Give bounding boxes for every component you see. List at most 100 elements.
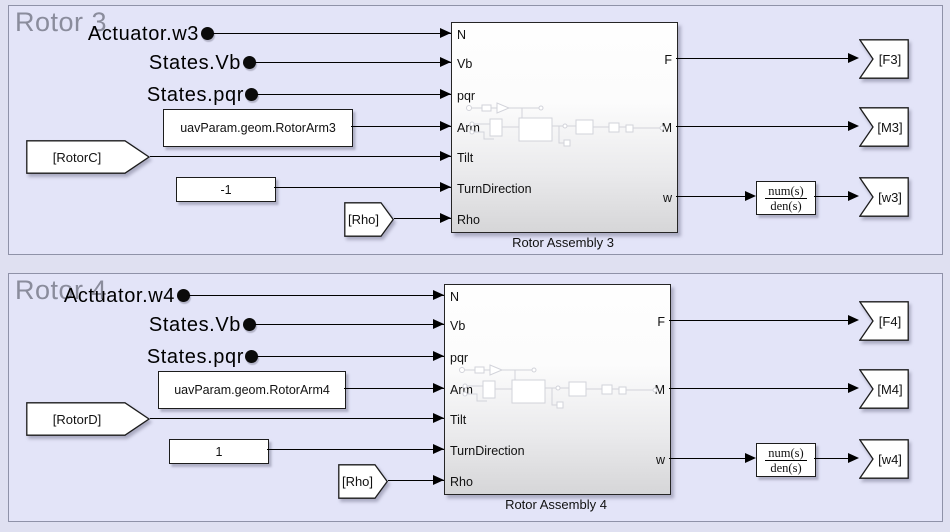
port-dot-icon bbox=[177, 289, 190, 302]
wire-arrowhead-icon bbox=[433, 290, 444, 300]
goto-tag-f4[interactable]: [F4] bbox=[859, 301, 909, 341]
goto-tag-label: [M3] bbox=[877, 119, 903, 135]
port-label: pqr bbox=[457, 89, 476, 103]
port-label: N bbox=[457, 28, 467, 42]
goto-tag-f3[interactable]: [F3] bbox=[859, 39, 909, 79]
goto-tag-shape-icon bbox=[859, 369, 909, 409]
wire[interactable] bbox=[676, 196, 746, 197]
wire-arrowhead-icon bbox=[433, 444, 444, 454]
signal-label[interactable]: Actuator.w4 bbox=[63, 285, 175, 307]
wire[interactable] bbox=[344, 388, 444, 389]
wire-arrowhead-icon bbox=[440, 28, 451, 38]
wire[interactable] bbox=[189, 295, 444, 296]
wire-arrowhead-icon bbox=[848, 121, 859, 131]
goto-tag-m4[interactable]: [M4] bbox=[859, 369, 909, 409]
transfer-fcn-block[interactable]: num(s) den(s) bbox=[756, 443, 816, 477]
port-label: pqr bbox=[450, 351, 469, 365]
wire-arrowhead-icon bbox=[440, 89, 451, 99]
from-tag-rho[interactable]: [Rho] bbox=[344, 202, 394, 237]
wire-arrowhead-icon bbox=[433, 383, 444, 393]
wire[interactable] bbox=[814, 196, 849, 197]
subsystem-preview-ghost bbox=[459, 364, 658, 409]
rotor4-area[interactable]: Rotor 4 Actuator.w4 States.Vb States.pqr… bbox=[8, 273, 943, 522]
wire[interactable] bbox=[394, 218, 451, 219]
block-caption[interactable]: Rotor Assembly 4 bbox=[505, 497, 607, 512]
area-title[interactable]: Rotor 4 bbox=[15, 275, 108, 305]
wire[interactable] bbox=[255, 324, 444, 325]
wire[interactable] bbox=[814, 458, 849, 459]
block-caption[interactable]: Rotor Assembly 3 bbox=[512, 235, 614, 250]
rotor3-area[interactable]: Rotor 3 Actuator.w3 States.Vb States.pqr… bbox=[8, 5, 943, 255]
wire[interactable] bbox=[676, 126, 849, 127]
tf-numerator: num(s) bbox=[765, 184, 807, 199]
signal-label[interactable]: States.pqr bbox=[146, 84, 244, 106]
from-tag-rotord[interactable]: [RotorD] bbox=[26, 402, 150, 436]
wire[interactable] bbox=[669, 320, 849, 321]
wire[interactable] bbox=[150, 156, 451, 157]
goto-tag-label: [w3] bbox=[878, 189, 902, 205]
from-tag-rotorc[interactable]: [RotorC] bbox=[26, 140, 150, 174]
port-label: F bbox=[664, 53, 672, 67]
port-dot-icon bbox=[245, 88, 258, 101]
goto-tag-shape-icon bbox=[859, 107, 909, 147]
constant-block[interactable]: 1 bbox=[169, 439, 269, 464]
port-dot-icon bbox=[243, 56, 256, 69]
wire[interactable] bbox=[388, 480, 444, 481]
port-label: w bbox=[662, 191, 672, 205]
signal-label[interactable]: Actuator.w3 bbox=[87, 23, 199, 45]
signal-label[interactable]: States.Vb bbox=[148, 52, 241, 74]
from-tag-shape-icon bbox=[344, 202, 394, 237]
port-label: Vb bbox=[450, 319, 466, 333]
port-label: Rho bbox=[457, 213, 480, 227]
wire[interactable] bbox=[669, 458, 746, 459]
wire-arrowhead-icon bbox=[848, 453, 859, 463]
tf-denominator: den(s) bbox=[770, 198, 802, 213]
constant-block[interactable]: -1 bbox=[176, 177, 276, 202]
wire[interactable] bbox=[255, 62, 451, 63]
signal-label[interactable]: States.pqr bbox=[146, 346, 244, 368]
wire-arrowhead-icon bbox=[440, 151, 451, 161]
wire-arrowhead-icon bbox=[745, 191, 756, 201]
port-label: N bbox=[450, 290, 460, 304]
subsystem-block[interactable]: N Vb pqr Arm Tilt TurnDirection Rho F M … bbox=[451, 22, 678, 233]
port-label: TurnDirection bbox=[457, 182, 532, 196]
wire-arrowhead-icon bbox=[848, 383, 859, 393]
signal-label[interactable]: States.Vb bbox=[148, 314, 241, 336]
from-tag-rho[interactable]: [Rho] bbox=[338, 464, 388, 499]
port-label: M bbox=[654, 383, 665, 397]
param-constant-block[interactable]: uavParam.geom.RotorArm3 bbox=[163, 109, 353, 147]
transfer-fcn-block[interactable]: num(s) den(s) bbox=[756, 181, 816, 215]
wire[interactable] bbox=[257, 94, 451, 95]
wire[interactable] bbox=[150, 418, 444, 419]
port-dot-icon bbox=[245, 350, 258, 363]
wire[interactable] bbox=[213, 33, 451, 34]
goto-tag-m3[interactable]: [M3] bbox=[859, 107, 909, 147]
port-label: Rho bbox=[450, 475, 473, 489]
area-title[interactable]: Rotor 3 bbox=[15, 7, 108, 37]
wire[interactable] bbox=[676, 58, 849, 59]
wire-arrowhead-icon bbox=[745, 453, 756, 463]
goto-tag-shape-icon bbox=[859, 301, 909, 341]
wire[interactable] bbox=[274, 187, 451, 188]
wire-arrowhead-icon bbox=[433, 319, 444, 329]
wire[interactable] bbox=[669, 388, 849, 389]
from-tag-label: [RotorC] bbox=[52, 149, 102, 165]
subsystem-preview-ghost bbox=[466, 102, 665, 147]
wire-arrowhead-icon bbox=[433, 351, 444, 361]
port-label: Vb bbox=[457, 57, 473, 71]
param-constant-block[interactable]: uavParam.geom.RotorArm4 bbox=[158, 371, 346, 409]
goto-tag-label: [w4] bbox=[878, 451, 902, 467]
wire-arrowhead-icon bbox=[848, 315, 859, 325]
wire-arrowhead-icon bbox=[440, 213, 451, 223]
wire[interactable] bbox=[351, 126, 451, 127]
from-tag-label: [Rho] bbox=[347, 212, 380, 227]
goto-tag-w3[interactable]: [w3] bbox=[859, 177, 909, 217]
subsystem-block[interactable]: N Vb pqr Arm Tilt TurnDirection Rho F M … bbox=[444, 284, 671, 495]
wire-arrowhead-icon bbox=[440, 121, 451, 131]
goto-tag-label: [M4] bbox=[877, 381, 903, 397]
wire[interactable] bbox=[267, 449, 444, 450]
wire[interactable] bbox=[257, 356, 444, 357]
goto-tag-w4[interactable]: [w4] bbox=[859, 439, 909, 479]
wire-arrowhead-icon bbox=[848, 191, 859, 201]
